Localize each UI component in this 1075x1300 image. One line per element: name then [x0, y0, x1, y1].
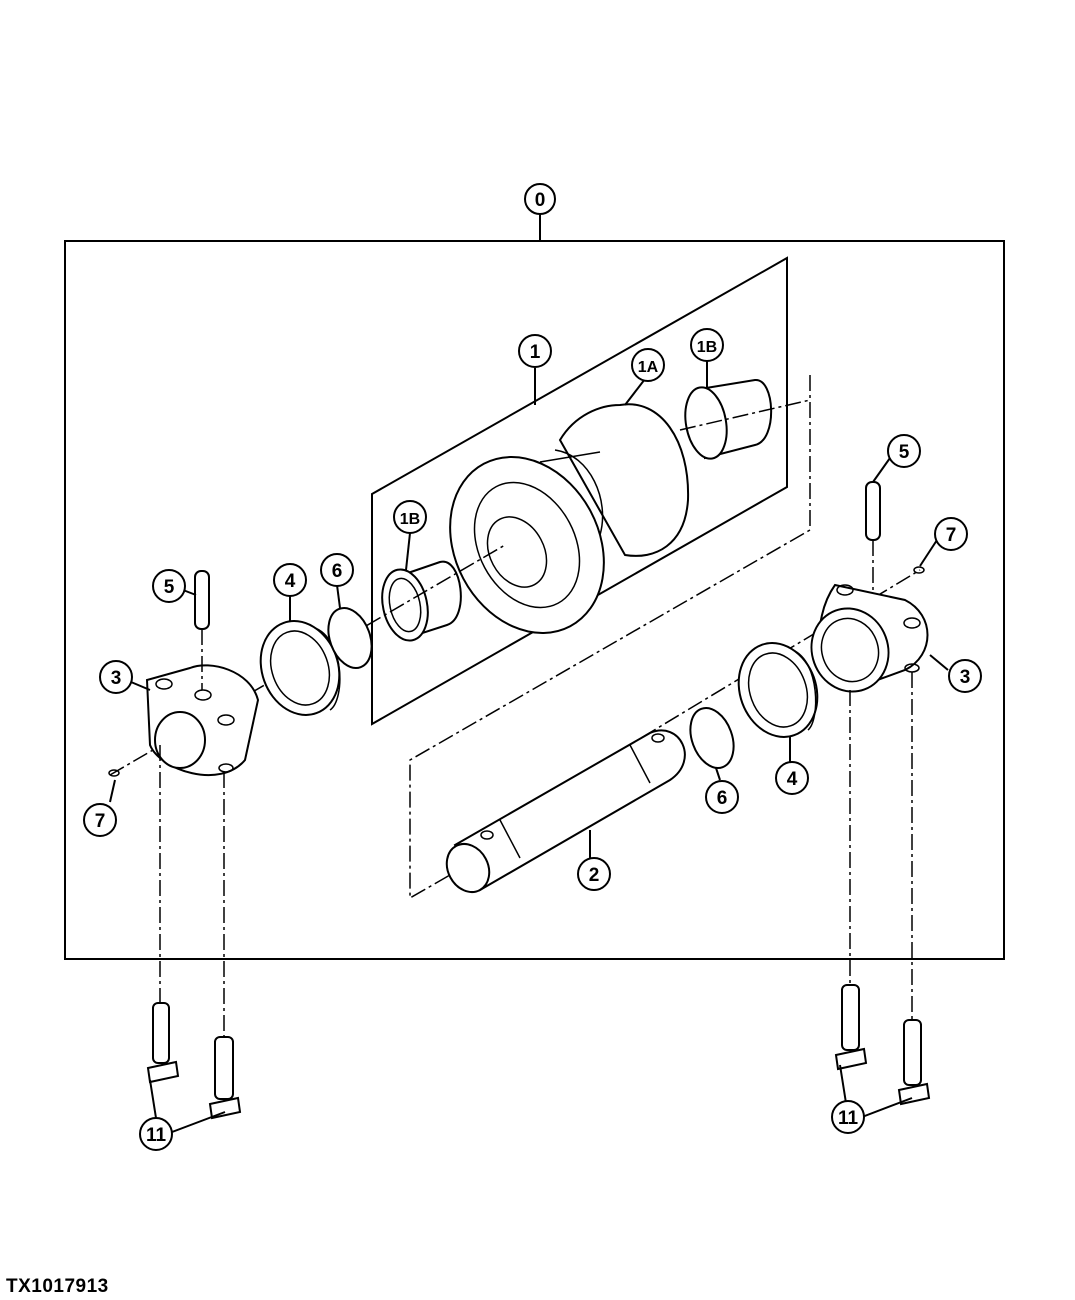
callout-3-left: 3 [99, 660, 133, 694]
svg-text:3: 3 [960, 667, 971, 688]
plug-right [913, 566, 925, 574]
figure-id: TX1017913 [6, 1276, 109, 1297]
callout-7-right: 7 [934, 517, 968, 551]
callout-1: 1 [518, 334, 552, 368]
callout-4-left: 4 [273, 563, 307, 597]
svg-text:4: 4 [787, 769, 798, 790]
callout-1a: 1A [631, 348, 665, 382]
roller-body [449, 403, 690, 634]
callout-2: 2 [577, 857, 611, 891]
svg-text:3: 3 [111, 668, 122, 689]
o-ring-left [327, 607, 373, 669]
callout-3-right: 3 [948, 659, 982, 693]
svg-text:5: 5 [899, 442, 910, 463]
svg-text:1B: 1B [697, 339, 717, 356]
callout-0: 0 [524, 183, 556, 215]
housing-right [810, 583, 929, 693]
callout-5-right: 5 [887, 434, 921, 468]
svg-text:6: 6 [332, 561, 343, 582]
o-ring-right [689, 707, 735, 769]
pin-right [865, 481, 881, 590]
svg-text:5: 5 [164, 577, 175, 598]
callout-11-left: 11 [139, 1117, 173, 1151]
callout-6-left: 6 [320, 553, 354, 587]
svg-text:11: 11 [146, 1125, 167, 1146]
shaft [445, 729, 686, 893]
callout-4-right: 4 [775, 761, 809, 795]
assembly-frame [64, 240, 1005, 960]
bushing-1b-top [679, 378, 811, 460]
svg-text:2: 2 [589, 865, 600, 886]
svg-text:1: 1 [530, 342, 541, 363]
housing-left [145, 664, 260, 776]
svg-text:1B: 1B [400, 511, 420, 528]
callout-6-right: 6 [705, 780, 739, 814]
bushing-1b-left [381, 560, 462, 642]
seal-right [737, 642, 819, 738]
pin-left [194, 570, 210, 690]
cap-screws-left [146, 745, 242, 1120]
callout-5-left: 5 [152, 569, 186, 603]
svg-text:4: 4 [285, 571, 296, 592]
svg-text:6: 6 [717, 788, 728, 809]
callout-0-label: 0 [535, 190, 546, 211]
svg-text:7: 7 [95, 811, 106, 832]
roller-subassembly-panel [371, 256, 788, 726]
callout-7-left: 7 [83, 803, 117, 837]
cap-screws-right [834, 672, 931, 1106]
callout-11-right: 11 [831, 1100, 865, 1134]
callout-1b-left: 1B [393, 500, 427, 534]
svg-text:11: 11 [838, 1108, 859, 1129]
svg-text:7: 7 [946, 525, 957, 546]
plug-left [108, 769, 120, 777]
callout-1b-top: 1B [690, 328, 724, 362]
svg-text:1A: 1A [638, 359, 659, 376]
